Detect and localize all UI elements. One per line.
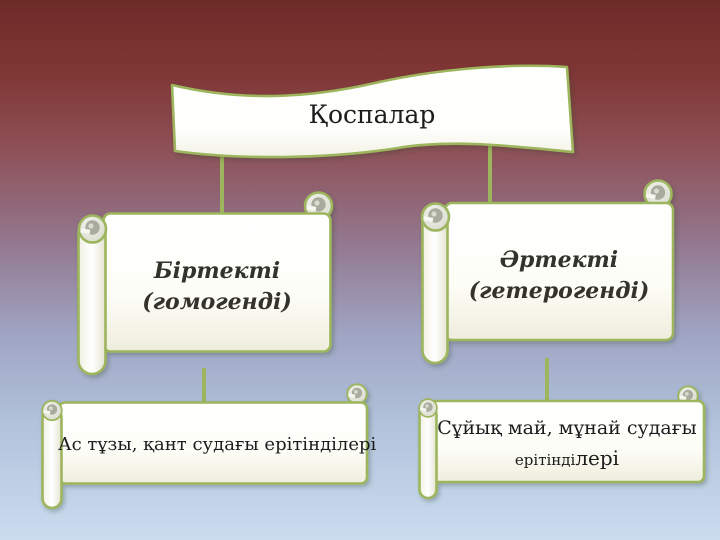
scroll-roll-icon [77,214,108,244]
scroll-roll-icon [420,202,451,232]
root-node-shape [170,64,575,159]
heterogeneous-examples-shape [418,385,706,500]
homogeneous-node-shape [77,191,334,376]
scroll-roll-icon [41,399,63,422]
scroll-curl-icon [346,383,368,405]
homogeneous-examples-shape [41,383,369,510]
heterogeneous-node-shape [420,179,675,365]
scroll-roll-icon [418,398,438,418]
